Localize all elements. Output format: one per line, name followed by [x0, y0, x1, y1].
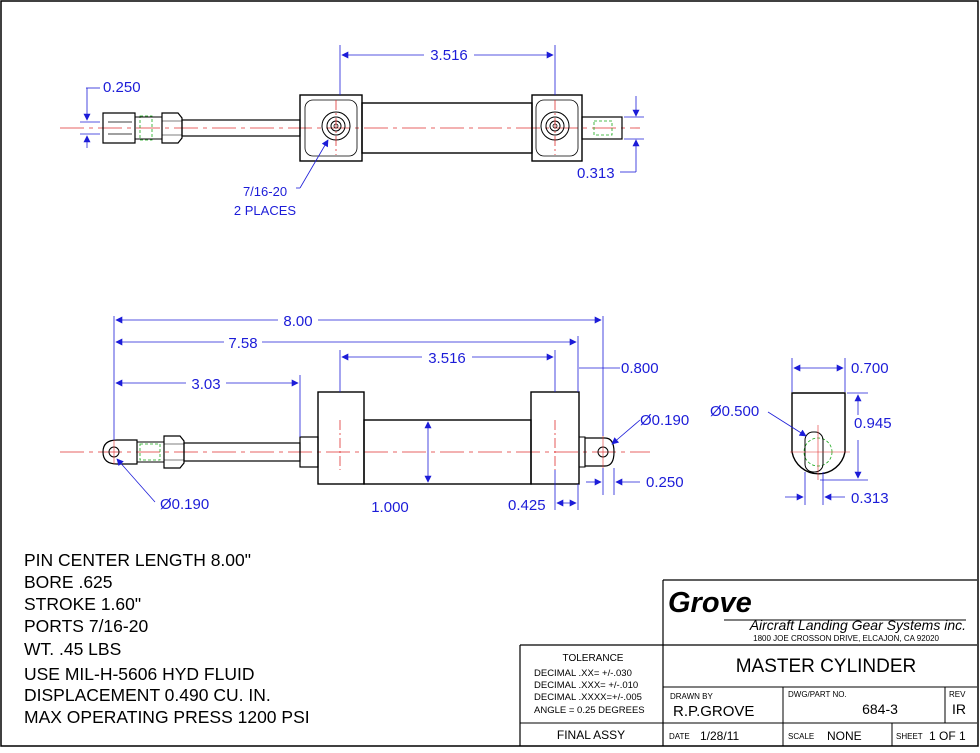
note-line: DISPLACEMENT 0.490 CU. IN. [24, 685, 271, 705]
dim-end-offset: 0.425 [508, 497, 546, 514]
title-block-text: Grove Aircraft Landing Gear Systems inc.… [534, 587, 966, 743]
rev-label: REV [949, 690, 966, 699]
drawing-title: MASTER CYLINDER [736, 656, 917, 677]
note-line: BORE .625 [24, 572, 113, 592]
dim-rod-tip: 0.250 [646, 474, 684, 491]
end-view: 0.700 Ø0.500 0.945 0.313 [710, 358, 892, 507]
date: 1/28/11 [700, 729, 739, 743]
sheet-number: 1 OF 1 [929, 729, 966, 743]
title-block [519, 579, 977, 746]
dim-end-length: 0.800 [621, 360, 659, 377]
port-left [321, 100, 351, 155]
dim-end-slot: 0.313 [851, 490, 889, 507]
dim-side-port-spacing: 3.516 [428, 350, 466, 367]
tolerance-header: TOLERANCE [563, 653, 624, 664]
dim-clevis-to-body: 3.03 [191, 376, 220, 393]
dim-port-to-pin: 7.58 [228, 335, 257, 352]
top-clevis [102, 112, 136, 144]
assembly-label: FINAL ASSY [557, 728, 625, 742]
port-right [540, 100, 570, 155]
tolerance-line: DECIMAL .XXXX=+/-.005 [534, 692, 642, 703]
side-body-end-left [317, 391, 365, 485]
note-line: PIN CENTER LENGTH 8.00" [24, 550, 251, 570]
dim-clevis-hole: Ø0.190 [160, 496, 209, 513]
note-line: USE MIL-H-5606 HYD FLUID [24, 664, 254, 684]
top-view: 3.516 0.250 0.313 7/16-20 2 PLACES [60, 45, 644, 218]
company-name: Aircraft Landing Gear Systems inc. [749, 617, 966, 633]
date-label: DATE [669, 732, 690, 741]
dim-top-port-spacing: 3.516 [430, 47, 468, 64]
company-logo: Grove [668, 587, 752, 619]
note-line: WT. .45 LBS [24, 639, 121, 659]
note-line: STROKE 1.60" [24, 594, 141, 614]
rev: IR [952, 701, 966, 717]
port-callout-count: 2 PLACES [234, 203, 296, 218]
dim-end-height: 0.945 [854, 415, 892, 432]
tolerance-line: DECIMAL .XX= +/-.030 [534, 668, 632, 679]
tolerance-line: DECIMAL .XXX= +/-.010 [534, 680, 638, 691]
dim-top-rod-end: 0.313 [577, 165, 615, 182]
top-rod-end [581, 116, 623, 140]
sheet-label: SHEET [896, 732, 923, 741]
note-line: PORTS 7/16-20 [24, 616, 148, 636]
dim-end-radius: Ø0.500 [710, 403, 759, 420]
drawn-by-label: DRAWN BY [670, 692, 713, 701]
part-no-label: DWG/PART NO. [788, 690, 847, 699]
company-address: 1800 JOE CROSSON DRIVE, ELCAJON, CA 9202… [753, 634, 939, 643]
general-notes: PIN CENTER LENGTH 8.00" BORE .625 STROKE… [24, 550, 310, 727]
dim-body-height: 1.000 [371, 499, 409, 516]
note-line: MAX OPERATING PRESS 1200 PSI [24, 707, 310, 727]
side-view: 8.00 7.58 3.516 3.03 0.800 Ø0.190 Ø0.190… [60, 311, 689, 516]
dim-overall-length: 8.00 [283, 313, 312, 330]
part-no: 684-3 [862, 701, 898, 717]
end-view-outline [791, 392, 846, 475]
side-jam-nut [163, 435, 185, 469]
tolerance-line: ANGLE = 0.25 DEGREES [534, 705, 645, 716]
dim-end-width: 0.700 [851, 360, 889, 377]
side-rod-end [584, 437, 615, 467]
scale-label: SCALE [788, 732, 814, 741]
top-jam-nut [161, 112, 183, 144]
port-callout-thread: 7/16-20 [243, 184, 287, 199]
dim-rod-hole: Ø0.190 [640, 412, 689, 429]
scale: NONE [827, 729, 862, 743]
drawn-by: R.P.GROVE [673, 703, 754, 720]
dim-top-clevis-slot: 0.250 [103, 79, 141, 96]
